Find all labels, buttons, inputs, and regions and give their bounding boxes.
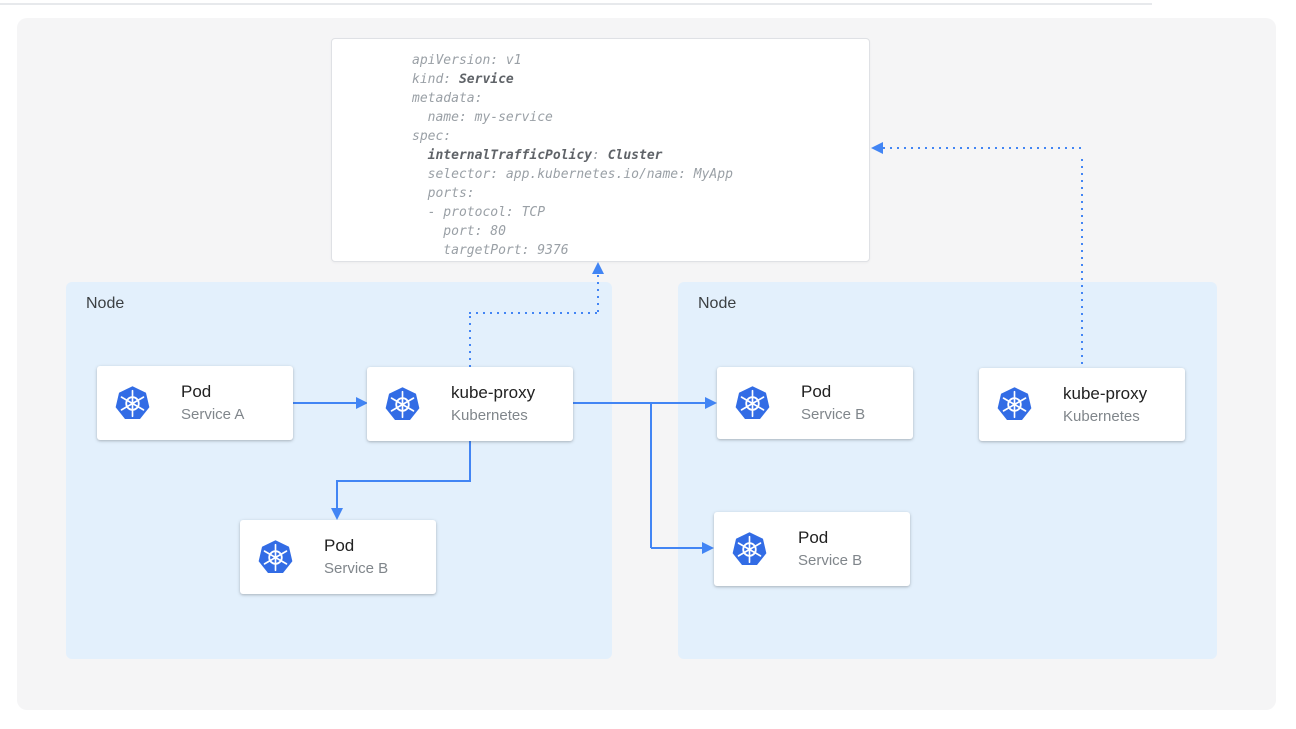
kube-proxy-left-card: kube-proxy Kubernetes bbox=[367, 367, 573, 441]
top-divider-line bbox=[0, 3, 1152, 5]
card-subtitle: Service A bbox=[181, 406, 245, 423]
arrow-segment bbox=[651, 547, 703, 549]
pod-service-a-card: Pod Service A bbox=[97, 366, 293, 440]
arrow-segment bbox=[336, 480, 471, 482]
card-subtitle: Service B bbox=[324, 560, 389, 577]
arrow-segment bbox=[650, 402, 652, 548]
kubernetes-logo-icon bbox=[734, 385, 771, 422]
card-subtitle: Service B bbox=[798, 552, 863, 569]
yaml-code-line: name: my-service bbox=[412, 110, 553, 125]
yaml-code-line: targetPort: 9376 bbox=[412, 243, 569, 258]
yaml-code-line: selector: app.kubernetes.io/name: MyApp bbox=[412, 167, 733, 182]
arrowhead-right-icon bbox=[356, 397, 368, 409]
node-label: Node bbox=[86, 295, 125, 312]
dotted-segment bbox=[469, 316, 471, 368]
card-title: Pod bbox=[798, 528, 829, 547]
arrowhead-right-icon bbox=[705, 397, 717, 409]
kubernetes-logo-icon bbox=[731, 531, 768, 568]
card-subtitle: Kubernetes bbox=[1063, 407, 1140, 425]
dotted-segment bbox=[883, 147, 1083, 149]
pod-service-b-right-bottom-card: Pod Service B bbox=[714, 512, 910, 586]
node-box-left: Node bbox=[66, 282, 612, 659]
arrow-segment bbox=[336, 480, 338, 509]
card-subtitle: Service B bbox=[801, 406, 866, 423]
kubernetes-logo-icon bbox=[384, 386, 421, 423]
card-title: Pod bbox=[181, 382, 212, 401]
yaml-code-line: port: 80 bbox=[412, 224, 506, 239]
yaml-code-line: internalTrafficPolicy: Cluster bbox=[427, 148, 663, 163]
yaml-code-line: apiVersion: v1 bbox=[412, 53, 522, 68]
yaml-code-line: spec: bbox=[412, 129, 452, 144]
arrow-segment bbox=[573, 402, 706, 404]
yaml-code-block: apiVersion: v1 kind: Service metadata: nam… bbox=[412, 51, 733, 260]
arrowhead-left-icon bbox=[871, 142, 883, 154]
card-subtitle: Kubernetes bbox=[451, 407, 528, 424]
kube-proxy-right-card: kube-proxy Kubernetes bbox=[979, 368, 1185, 441]
arrow-segment bbox=[293, 402, 356, 404]
kubernetes-logo-icon bbox=[257, 539, 294, 576]
yaml-code-line: metadata: bbox=[412, 91, 483, 106]
card-title: kube-proxy bbox=[451, 383, 536, 402]
dotted-segment bbox=[469, 312, 599, 314]
yaml-code-line: kind: Service bbox=[412, 72, 514, 87]
node-label: Node bbox=[698, 295, 737, 312]
pod-service-b-left-card: Pod Service B bbox=[240, 520, 436, 594]
yaml-code-line: ports: bbox=[412, 186, 475, 201]
node-box-right: Node bbox=[678, 282, 1217, 659]
card-title: Pod bbox=[324, 536, 355, 555]
arrowhead-up-icon bbox=[592, 262, 604, 274]
yaml-code-line: - protocol: TCP bbox=[412, 205, 546, 220]
pod-service-b-right-top-card: Pod Service B bbox=[717, 367, 913, 439]
arrowhead-down-icon bbox=[331, 508, 343, 520]
arrow-segment bbox=[469, 441, 471, 481]
dotted-segment bbox=[1081, 159, 1083, 367]
yaml-manifest-card: apiVersion: v1 kind: Service metadata: nam… bbox=[331, 38, 870, 262]
kubernetes-logo-icon bbox=[114, 385, 151, 422]
card-title: kube-proxy bbox=[1063, 383, 1148, 403]
kubernetes-logo-icon bbox=[996, 386, 1033, 423]
arrowhead-right-icon bbox=[702, 542, 714, 554]
card-title: Pod bbox=[801, 382, 832, 401]
dotted-segment bbox=[597, 275, 599, 313]
